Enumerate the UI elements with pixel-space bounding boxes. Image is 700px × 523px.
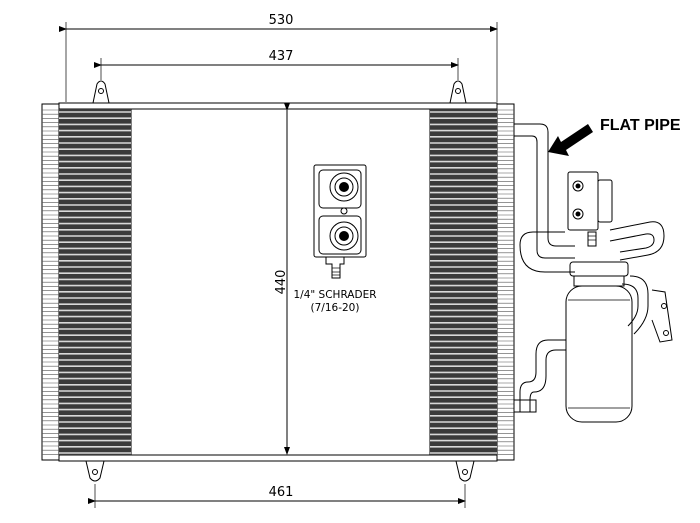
schrader-label-line2: (7/16-20) [311, 302, 360, 314]
top-mount-spacing-value: 437 [269, 49, 294, 64]
top-mounting-tabs [92, 80, 467, 104]
flat-pipe-callout: FLAT PIPE [548, 117, 681, 156]
flat-pipe-block [567, 171, 613, 247]
bottom-mount-spacing-value: 461 [269, 485, 294, 500]
dimension-top-mount-spacing: 437 [94, 49, 459, 80]
pipework [513, 123, 665, 413]
dimension-bottom-mount-spacing: 461 [88, 484, 466, 508]
callout-arrow-icon [548, 124, 593, 156]
schrader-valve-detail [313, 164, 367, 279]
dimension-overall-width: 530 [59, 13, 498, 102]
drier-mounting-bracket [651, 289, 673, 343]
flat-pipe-label: FLAT PIPE [600, 117, 681, 134]
core-height-value: 440 [274, 270, 289, 295]
schrader-label-line1: 1/4" SCHRADER [293, 289, 376, 301]
receiver-drier [565, 261, 633, 423]
overall-width-value: 530 [269, 13, 294, 28]
dimension-core-height: 440 [274, 103, 290, 455]
condenser-core [41, 102, 515, 462]
bottom-mounting-tabs [85, 460, 475, 482]
